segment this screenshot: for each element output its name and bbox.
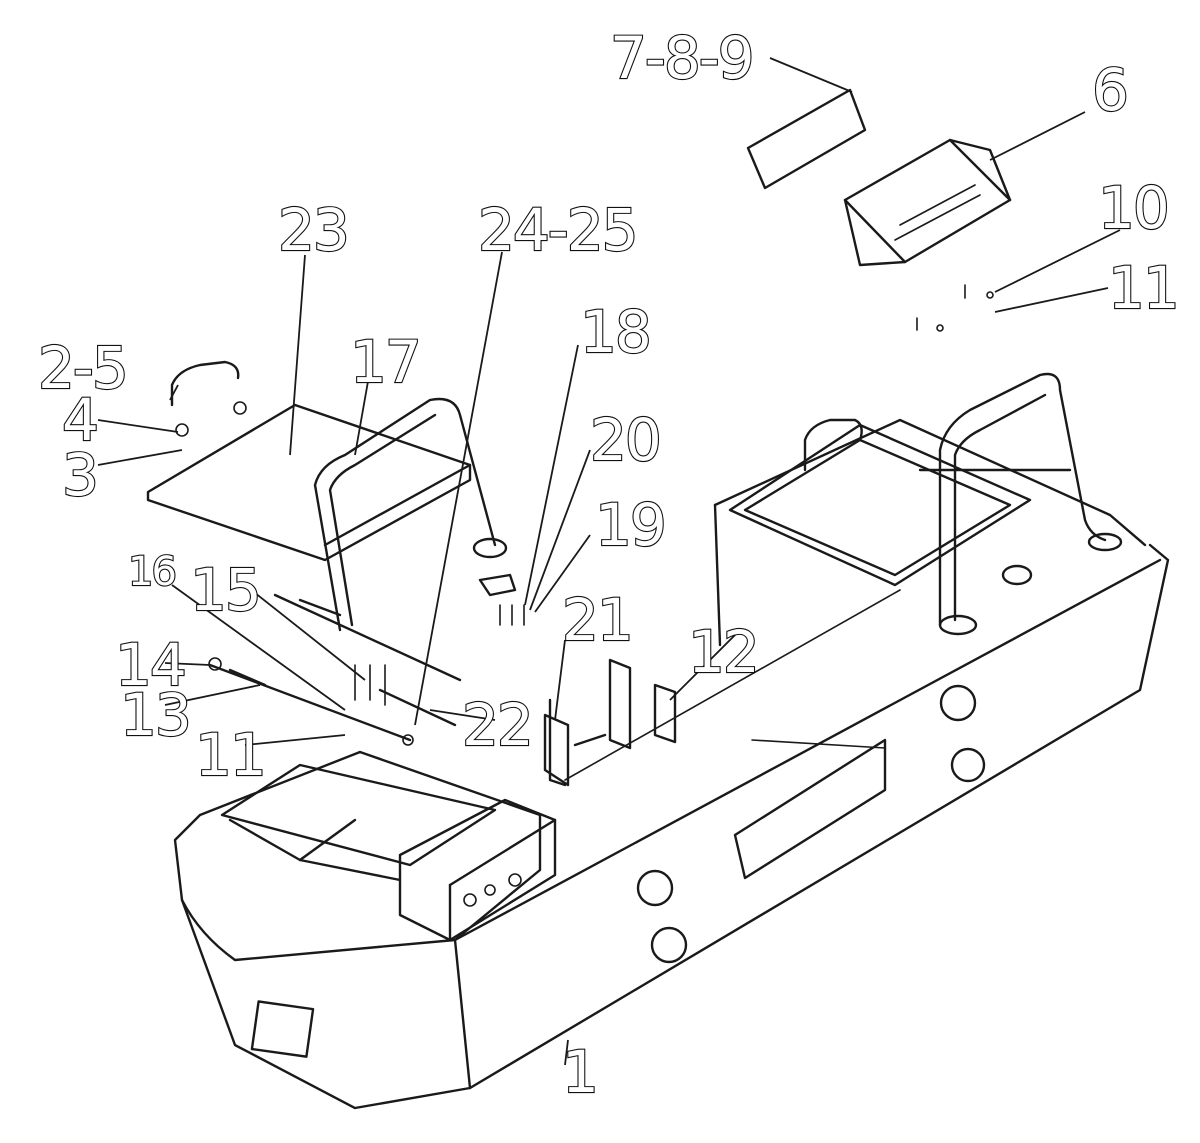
- bracket-plates: [543, 658, 677, 787]
- callout-24-25: 24-25: [478, 196, 637, 264]
- callout-2-5: 2-5: [38, 334, 127, 402]
- leader-lines: [97, 57, 1121, 1066]
- control-box-lower: [398, 798, 557, 942]
- callout-4: 4: [62, 386, 97, 454]
- rods-and-bolts: [208, 593, 462, 746]
- side-panel: [733, 738, 887, 880]
- frame-handle-17: [313, 397, 508, 632]
- callout-21: 21: [562, 586, 632, 654]
- top-right-frame: [728, 423, 1032, 587]
- callout-23: 23: [278, 196, 348, 264]
- callout-14: 14: [115, 631, 185, 699]
- callout-6: 6: [1092, 56, 1127, 124]
- callout-11-lower: 11: [195, 721, 265, 789]
- main-housing: [173, 418, 1170, 1110]
- callout-7-8-9: 7-8-9: [610, 24, 753, 92]
- small-handle-2-5: [170, 360, 247, 437]
- panel-7-8-9: [746, 88, 867, 190]
- callout-3: 3: [62, 441, 97, 509]
- hardware-18-20: [478, 573, 525, 626]
- callout-11-upper: 11: [1108, 254, 1178, 322]
- box-6: [843, 138, 1012, 267]
- callout-17: 17: [350, 328, 420, 396]
- callout-20: 20: [590, 406, 660, 474]
- housing-handles: [803, 372, 1123, 636]
- callout-19: 19: [595, 491, 665, 559]
- callout-22: 22: [462, 691, 532, 759]
- callout-16: 16: [128, 549, 175, 595]
- side-vent: [250, 1000, 315, 1058]
- callout-10: 10: [1098, 174, 1168, 242]
- callout-labels: 7-8-9 6 10 11 23 24-25 18 2-5 17 4 20 3 …: [37, 23, 1181, 1107]
- top-plate-23: [146, 403, 472, 562]
- callout-13: 13: [120, 681, 190, 749]
- housing-holes: [636, 564, 1033, 964]
- screws-10-11: [916, 284, 994, 332]
- front-left-recess: [220, 763, 497, 882]
- callout-12: 12: [688, 618, 758, 686]
- callout-15: 15: [190, 556, 260, 624]
- callout-1: 1: [562, 1038, 597, 1106]
- callout-18: 18: [580, 298, 650, 366]
